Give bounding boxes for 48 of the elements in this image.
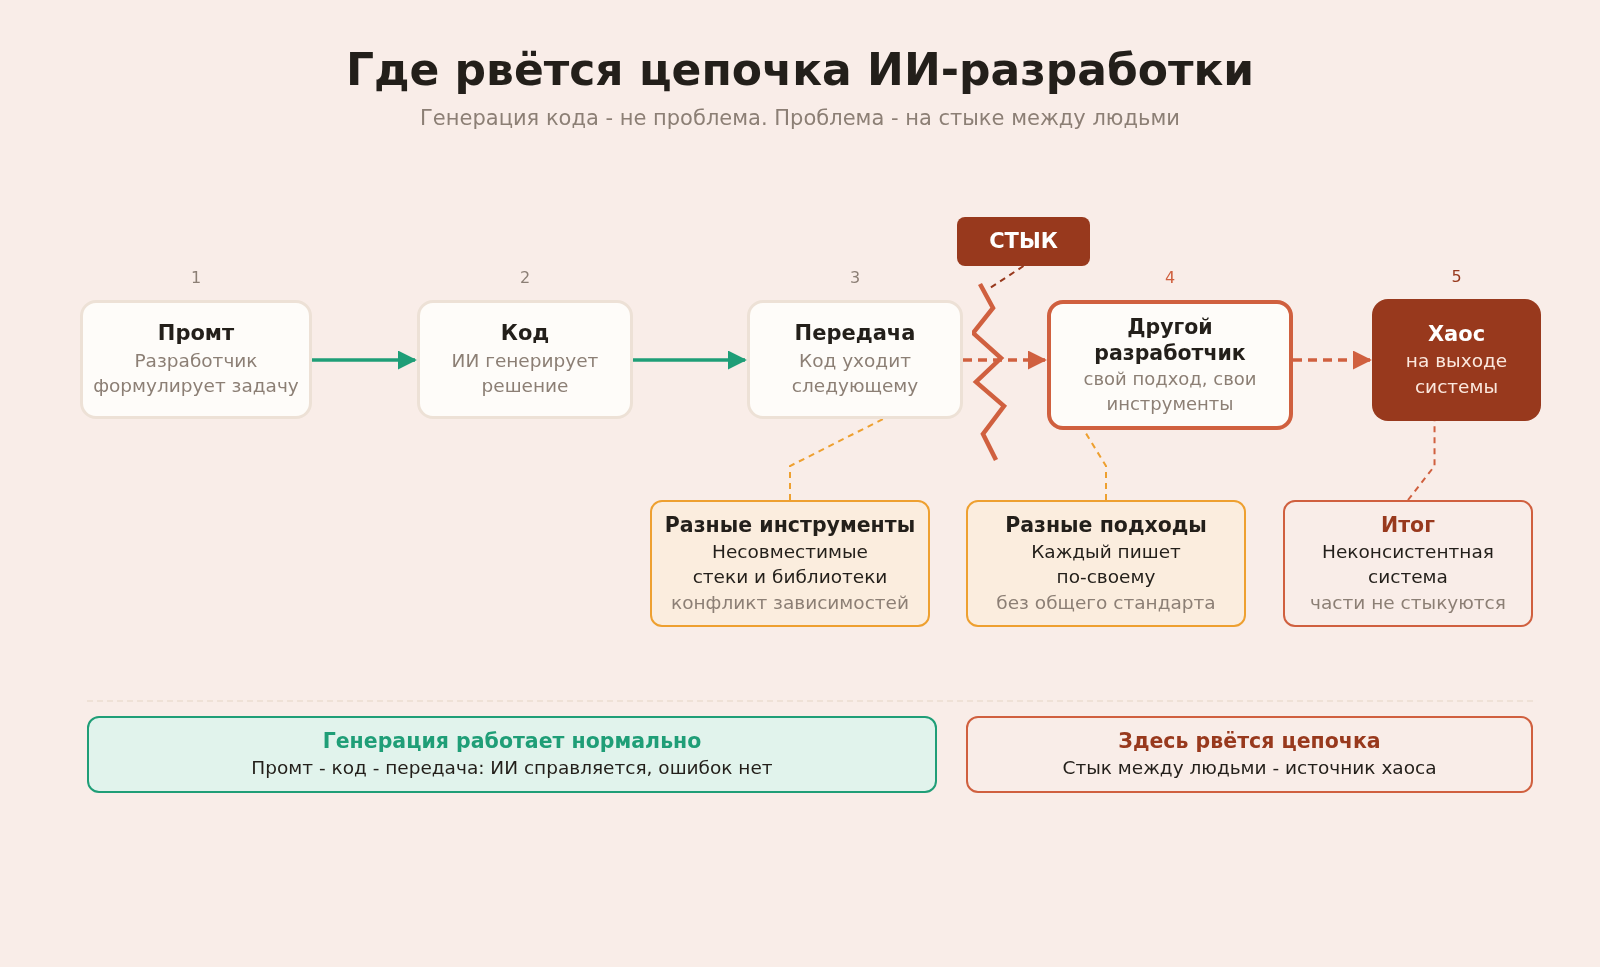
node-title: Генерация работает нормально [322,728,702,756]
node-note: конфликт зависимостей [671,590,909,615]
step-box [417,300,633,419]
problem-box [650,500,930,627]
arrow [1293,350,1372,370]
step-box [80,300,312,419]
node-title: Промт [157,320,235,348]
result-box [1283,500,1533,627]
node-description: ИИ генерирует решение [450,348,600,399]
step-number: 3 [848,268,862,287]
node-description: на выходе системы [1404,349,1509,399]
step-box [1047,300,1293,430]
node-title: Разные инструменты [664,511,916,539]
node-description: Промт - код - передача: ИИ справляется, ошибок нет [251,756,773,781]
node-title: Код [500,320,550,348]
step-number: 1 [189,268,203,287]
node-title: Передача [794,320,916,348]
summary-box [87,716,937,793]
diagram-title: Где рвётся цепочка ИИ-разработки [344,44,1256,95]
node-note: части не стыкуются [1310,590,1506,615]
step-number: 5 [1450,267,1463,286]
diagram-subtitle: Генерация кода - не проблема. Проблема - на стыке между людьми [419,106,1181,130]
node-description: Несовместимые стеки и библиотеки [691,539,889,590]
node-title: СТЫК [989,227,1058,255]
arrow [633,350,747,370]
summary-box [966,716,1533,793]
node-description: Код уходит следующему [790,348,920,399]
outcome-box [1372,299,1541,421]
leader-line [989,265,1025,289]
node-description: Стык между людьми - источник хаоса [1062,756,1437,781]
node-description: свой подход, свои инструменты [1082,366,1258,416]
node-title: Другой разработчик [1093,313,1247,367]
arrow [312,350,417,370]
node-description: Разработчик формулирует задачу [92,348,300,399]
node-description: Неконсистентная система [1321,539,1495,590]
step-number: 2 [518,268,532,287]
tag-label [957,217,1090,266]
step-box [747,300,963,419]
step-number: 4 [1163,268,1177,287]
node-description: Каждый пишет по-своему [1031,539,1181,590]
leader-line [789,418,885,501]
node-note: без общего стандарта [996,590,1216,615]
node-title: Разные подходы [1005,511,1207,539]
node-title: Итог [1381,511,1435,539]
node-title: Хаос [1427,320,1486,348]
arrow [963,350,1047,370]
node-title: Здесь рвётся цепочка [1118,728,1381,756]
problem-box [966,500,1246,627]
